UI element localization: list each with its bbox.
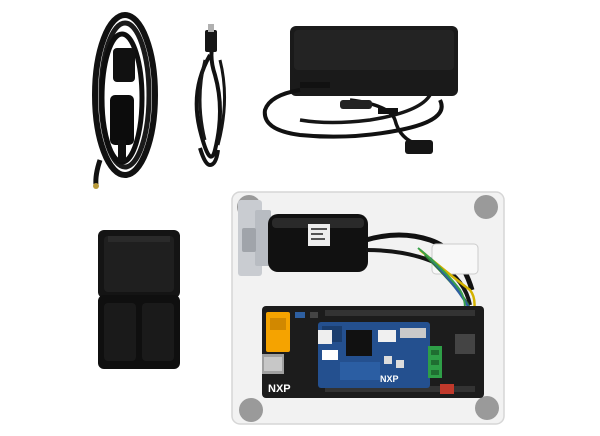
terminal-block [428,346,442,378]
board-logo: NXP [268,383,291,395]
shield-logo: NXP [380,374,399,384]
usb-cable [194,24,226,168]
jumper-connector [318,330,332,344]
shield-board: NXP [318,322,430,388]
motor-mount [238,200,271,276]
storage-case [98,230,180,369]
motor-board-assembly: NXP NXP [231,191,505,425]
power-cord [92,12,158,189]
power-adapter [262,26,458,154]
